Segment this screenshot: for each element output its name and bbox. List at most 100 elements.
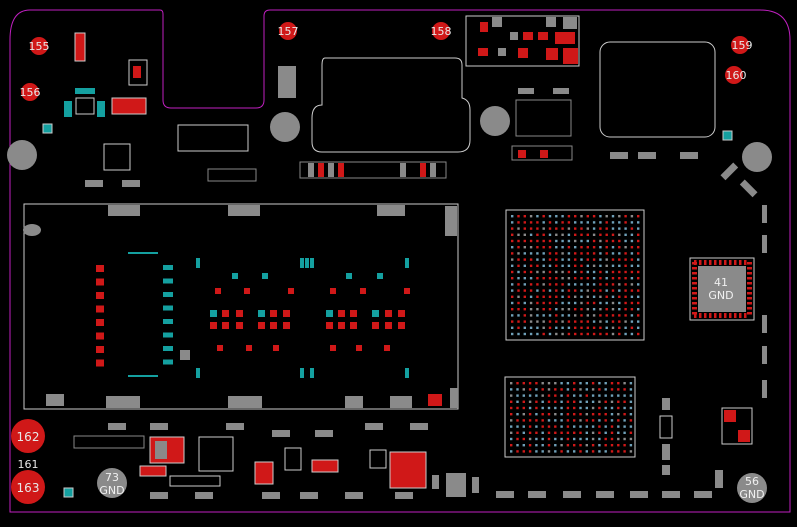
pad: [541, 431, 544, 434]
pad: [610, 419, 614, 422]
pad: [535, 419, 538, 422]
pad: [585, 388, 588, 391]
pad: [580, 283, 583, 286]
pad: [623, 437, 626, 441]
pad: [573, 431, 576, 434]
pad: [511, 233, 514, 236]
pad: [624, 283, 627, 286]
pad: [630, 308, 634, 311]
pad: [529, 314, 533, 317]
pad: [566, 382, 570, 385]
pad: [555, 283, 558, 286]
pad: [637, 326, 640, 329]
pad: [542, 270, 545, 274]
pad: [196, 368, 200, 378]
pad: [517, 270, 520, 274]
pad: [598, 406, 601, 410]
pad: [528, 400, 532, 403]
pad: [591, 400, 595, 403]
pad: [385, 310, 392, 317]
pad: [580, 227, 583, 230]
pad: [511, 326, 514, 329]
pad: [629, 419, 633, 422]
pad: [542, 320, 545, 323]
pad: [555, 295, 558, 298]
pad: [637, 239, 640, 243]
pad: [629, 400, 633, 403]
pad: [567, 227, 571, 230]
gnd-pad-number: 73: [105, 471, 119, 484]
pad: [605, 289, 608, 292]
pad: [561, 233, 564, 236]
pad: [586, 308, 589, 311]
pad: [350, 310, 357, 317]
pad: [591, 444, 595, 447]
pad: [630, 233, 634, 236]
pad: [273, 345, 279, 351]
pad: [555, 326, 558, 329]
pad: [630, 320, 634, 323]
pad: [330, 288, 336, 294]
pad: [624, 289, 627, 292]
pad: [623, 444, 626, 447]
pad: [555, 252, 558, 255]
pad: [592, 326, 596, 329]
pad: [529, 227, 533, 230]
pad: [580, 308, 583, 311]
pad: [592, 314, 596, 317]
pad: [522, 450, 525, 453]
pad: [586, 252, 589, 255]
pad: [405, 258, 409, 268]
pad: [744, 260, 747, 265]
pad: [310, 258, 314, 268]
pad: [605, 295, 608, 298]
pad: [585, 394, 588, 397]
pad: [567, 221, 571, 224]
pad: [560, 444, 563, 447]
pad: [510, 406, 513, 410]
pad: [579, 425, 582, 428]
pad: [580, 295, 583, 298]
pad: [535, 382, 538, 385]
pad: [528, 437, 532, 441]
pad: [542, 258, 545, 261]
pad: [637, 264, 640, 267]
pad: [567, 332, 571, 336]
pad: [610, 437, 614, 441]
pad: [523, 301, 526, 305]
pad: [592, 252, 596, 255]
pad: [567, 320, 571, 323]
pad: [574, 283, 577, 286]
pad: [599, 301, 602, 305]
test-point-label: 160: [726, 69, 747, 82]
pad: [196, 258, 200, 268]
pad: [599, 215, 602, 218]
pad: [541, 413, 544, 416]
pad: [699, 313, 702, 318]
pad: [523, 314, 526, 317]
pad: [580, 320, 583, 323]
pad: [516, 413, 519, 416]
pad: [560, 437, 563, 441]
pad: [604, 444, 607, 447]
pad: [548, 221, 552, 224]
pad: [163, 359, 173, 365]
pad: [548, 308, 552, 311]
pad: [618, 221, 621, 224]
pad: [510, 431, 513, 434]
pad: [586, 289, 589, 292]
pad: [605, 326, 608, 329]
pad: [629, 413, 633, 416]
pad: [536, 301, 539, 305]
pad: [605, 264, 608, 267]
pad: [523, 320, 526, 323]
pad: [580, 252, 583, 255]
pad: [300, 368, 304, 378]
pad: [517, 320, 520, 323]
pad: [536, 215, 539, 218]
pad: [637, 283, 640, 286]
pad: [510, 388, 513, 391]
pad: [729, 260, 732, 265]
pad: [630, 264, 634, 267]
pad: [624, 252, 627, 255]
